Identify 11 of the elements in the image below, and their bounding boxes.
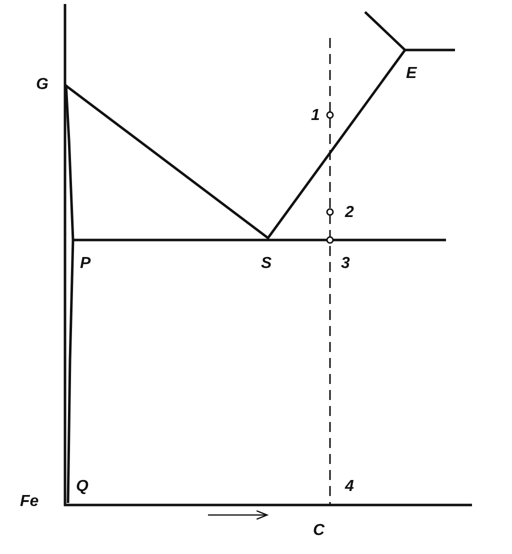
point-label: P bbox=[80, 256, 91, 272]
point-label: 4 bbox=[345, 479, 354, 495]
point-label: C bbox=[313, 523, 325, 539]
point-label: 2 bbox=[345, 205, 354, 221]
point-label: E bbox=[406, 66, 417, 82]
point-label: 3 bbox=[341, 256, 350, 272]
point-label: Q bbox=[76, 479, 88, 495]
point-label: S bbox=[261, 256, 272, 272]
point-label: G bbox=[36, 77, 48, 93]
point-label: Fe bbox=[20, 494, 39, 510]
point-label: 1 bbox=[311, 108, 320, 124]
